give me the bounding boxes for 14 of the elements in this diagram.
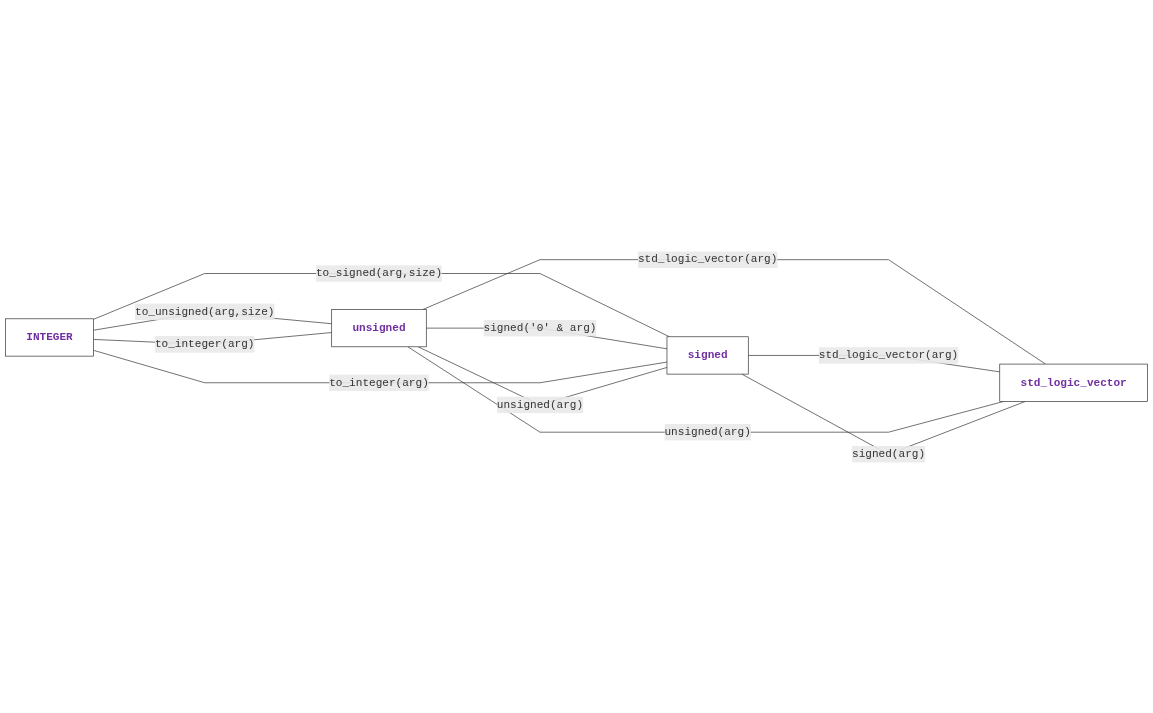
edge-label: unsigned(arg) [496,398,584,411]
edge-label: to_integer(arg) [329,376,429,389]
node-box: INTEGER [5,317,94,356]
edge-label: std_logic_vector(arg) [818,348,959,362]
edge-label: to_signed(arg,size) [315,266,443,280]
edge-label: to_integer(arg) [154,337,255,351]
node-box: signed [666,335,749,374]
edge-label: unsigned(arg) [664,425,751,438]
node-box: unsigned [331,308,427,347]
edge-label: signed('0' & arg) [483,321,597,334]
edge-label: to_unsigned(arg,size) [134,305,275,318]
node-box: std_logic_vector [999,363,1148,402]
edge-label: std_logic_vector(arg) [637,252,778,266]
edge-label: signed(arg) [852,447,926,461]
